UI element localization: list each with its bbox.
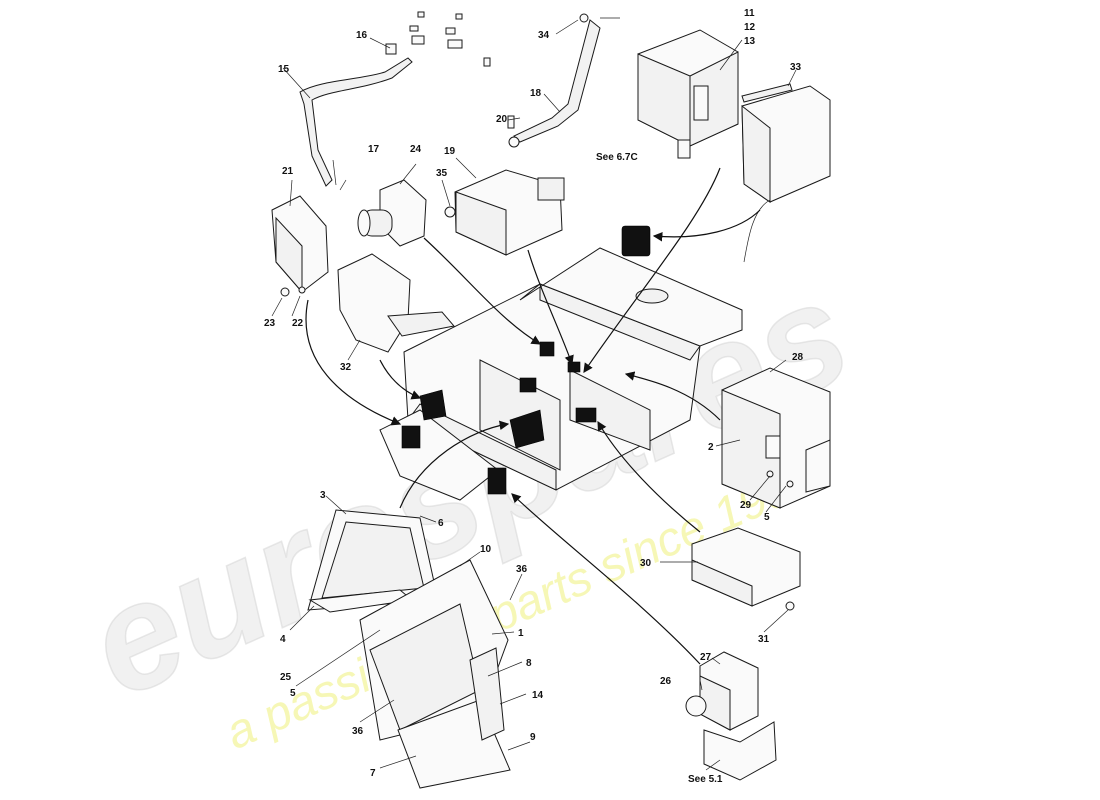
label-18: 18 <box>530 88 542 99</box>
label-23: 23 <box>264 318 276 329</box>
abs-unit-26 <box>685 651 777 781</box>
cable-18 <box>507 13 620 148</box>
label-28: 28 <box>792 352 804 363</box>
label-20: 20 <box>496 114 508 125</box>
label-29: 29 <box>740 500 752 511</box>
label-32: 32 <box>340 362 352 373</box>
module-33 <box>741 83 831 263</box>
label-13: 13 <box>744 36 756 47</box>
control-unit-21 <box>271 179 347 297</box>
label-3: 3 <box>320 490 326 501</box>
label-21: 21 <box>282 166 294 177</box>
label-4: 4 <box>280 634 286 645</box>
tray-components <box>401 225 651 495</box>
label-16: 16 <box>356 30 368 41</box>
main-tray <box>379 247 743 501</box>
label-5-left: 5 <box>290 688 296 699</box>
label-11: 11 <box>744 8 755 19</box>
label-6: 6 <box>438 518 444 529</box>
module-11-12-13 <box>637 29 739 159</box>
label-35: 35 <box>436 168 448 179</box>
label-19: 19 <box>444 146 456 157</box>
assembly-arrows <box>305 167 761 665</box>
lower-frame <box>307 509 511 789</box>
label-8: 8 <box>526 658 532 669</box>
label-36-left: 36 <box>352 726 364 737</box>
label-30: 30 <box>640 558 652 569</box>
label-17: 17 <box>368 144 380 155</box>
bolt-set-16 <box>385 11 491 67</box>
label-15: 15 <box>278 64 290 75</box>
label-12: 12 <box>744 22 756 33</box>
label-33: 33 <box>790 62 802 73</box>
leader-lines <box>271 19 797 771</box>
label-10: 10 <box>480 544 492 555</box>
reference-see-6-7c: See 6.7C <box>596 152 638 163</box>
label-14: 14 <box>532 690 544 701</box>
label-34: 34 <box>538 30 550 41</box>
actuator-24 <box>357 179 427 247</box>
label-25: 25 <box>280 672 292 683</box>
reference-see-5-1: See 5.1 <box>688 774 723 785</box>
label-24: 24 <box>410 144 422 155</box>
label-1: 1 <box>518 628 524 639</box>
label-31: 31 <box>758 634 770 645</box>
label-22: 22 <box>292 318 304 329</box>
module-19 <box>444 169 565 256</box>
module-28 <box>721 367 831 509</box>
label-26: 26 <box>660 676 672 687</box>
label-27: 27 <box>700 652 712 663</box>
label-7: 7 <box>370 768 376 779</box>
label-36-right: 36 <box>516 564 528 575</box>
earth-strap-15 <box>299 57 413 187</box>
module-30 <box>691 527 801 611</box>
label-9: 9 <box>530 732 536 743</box>
part-labels: 16 15 34 18 20 11 12 13 33 17 24 19 35 2… <box>264 8 804 785</box>
label-5-right: 5 <box>764 512 770 523</box>
bracket-32 <box>337 253 455 353</box>
label-2: 2 <box>708 442 714 453</box>
